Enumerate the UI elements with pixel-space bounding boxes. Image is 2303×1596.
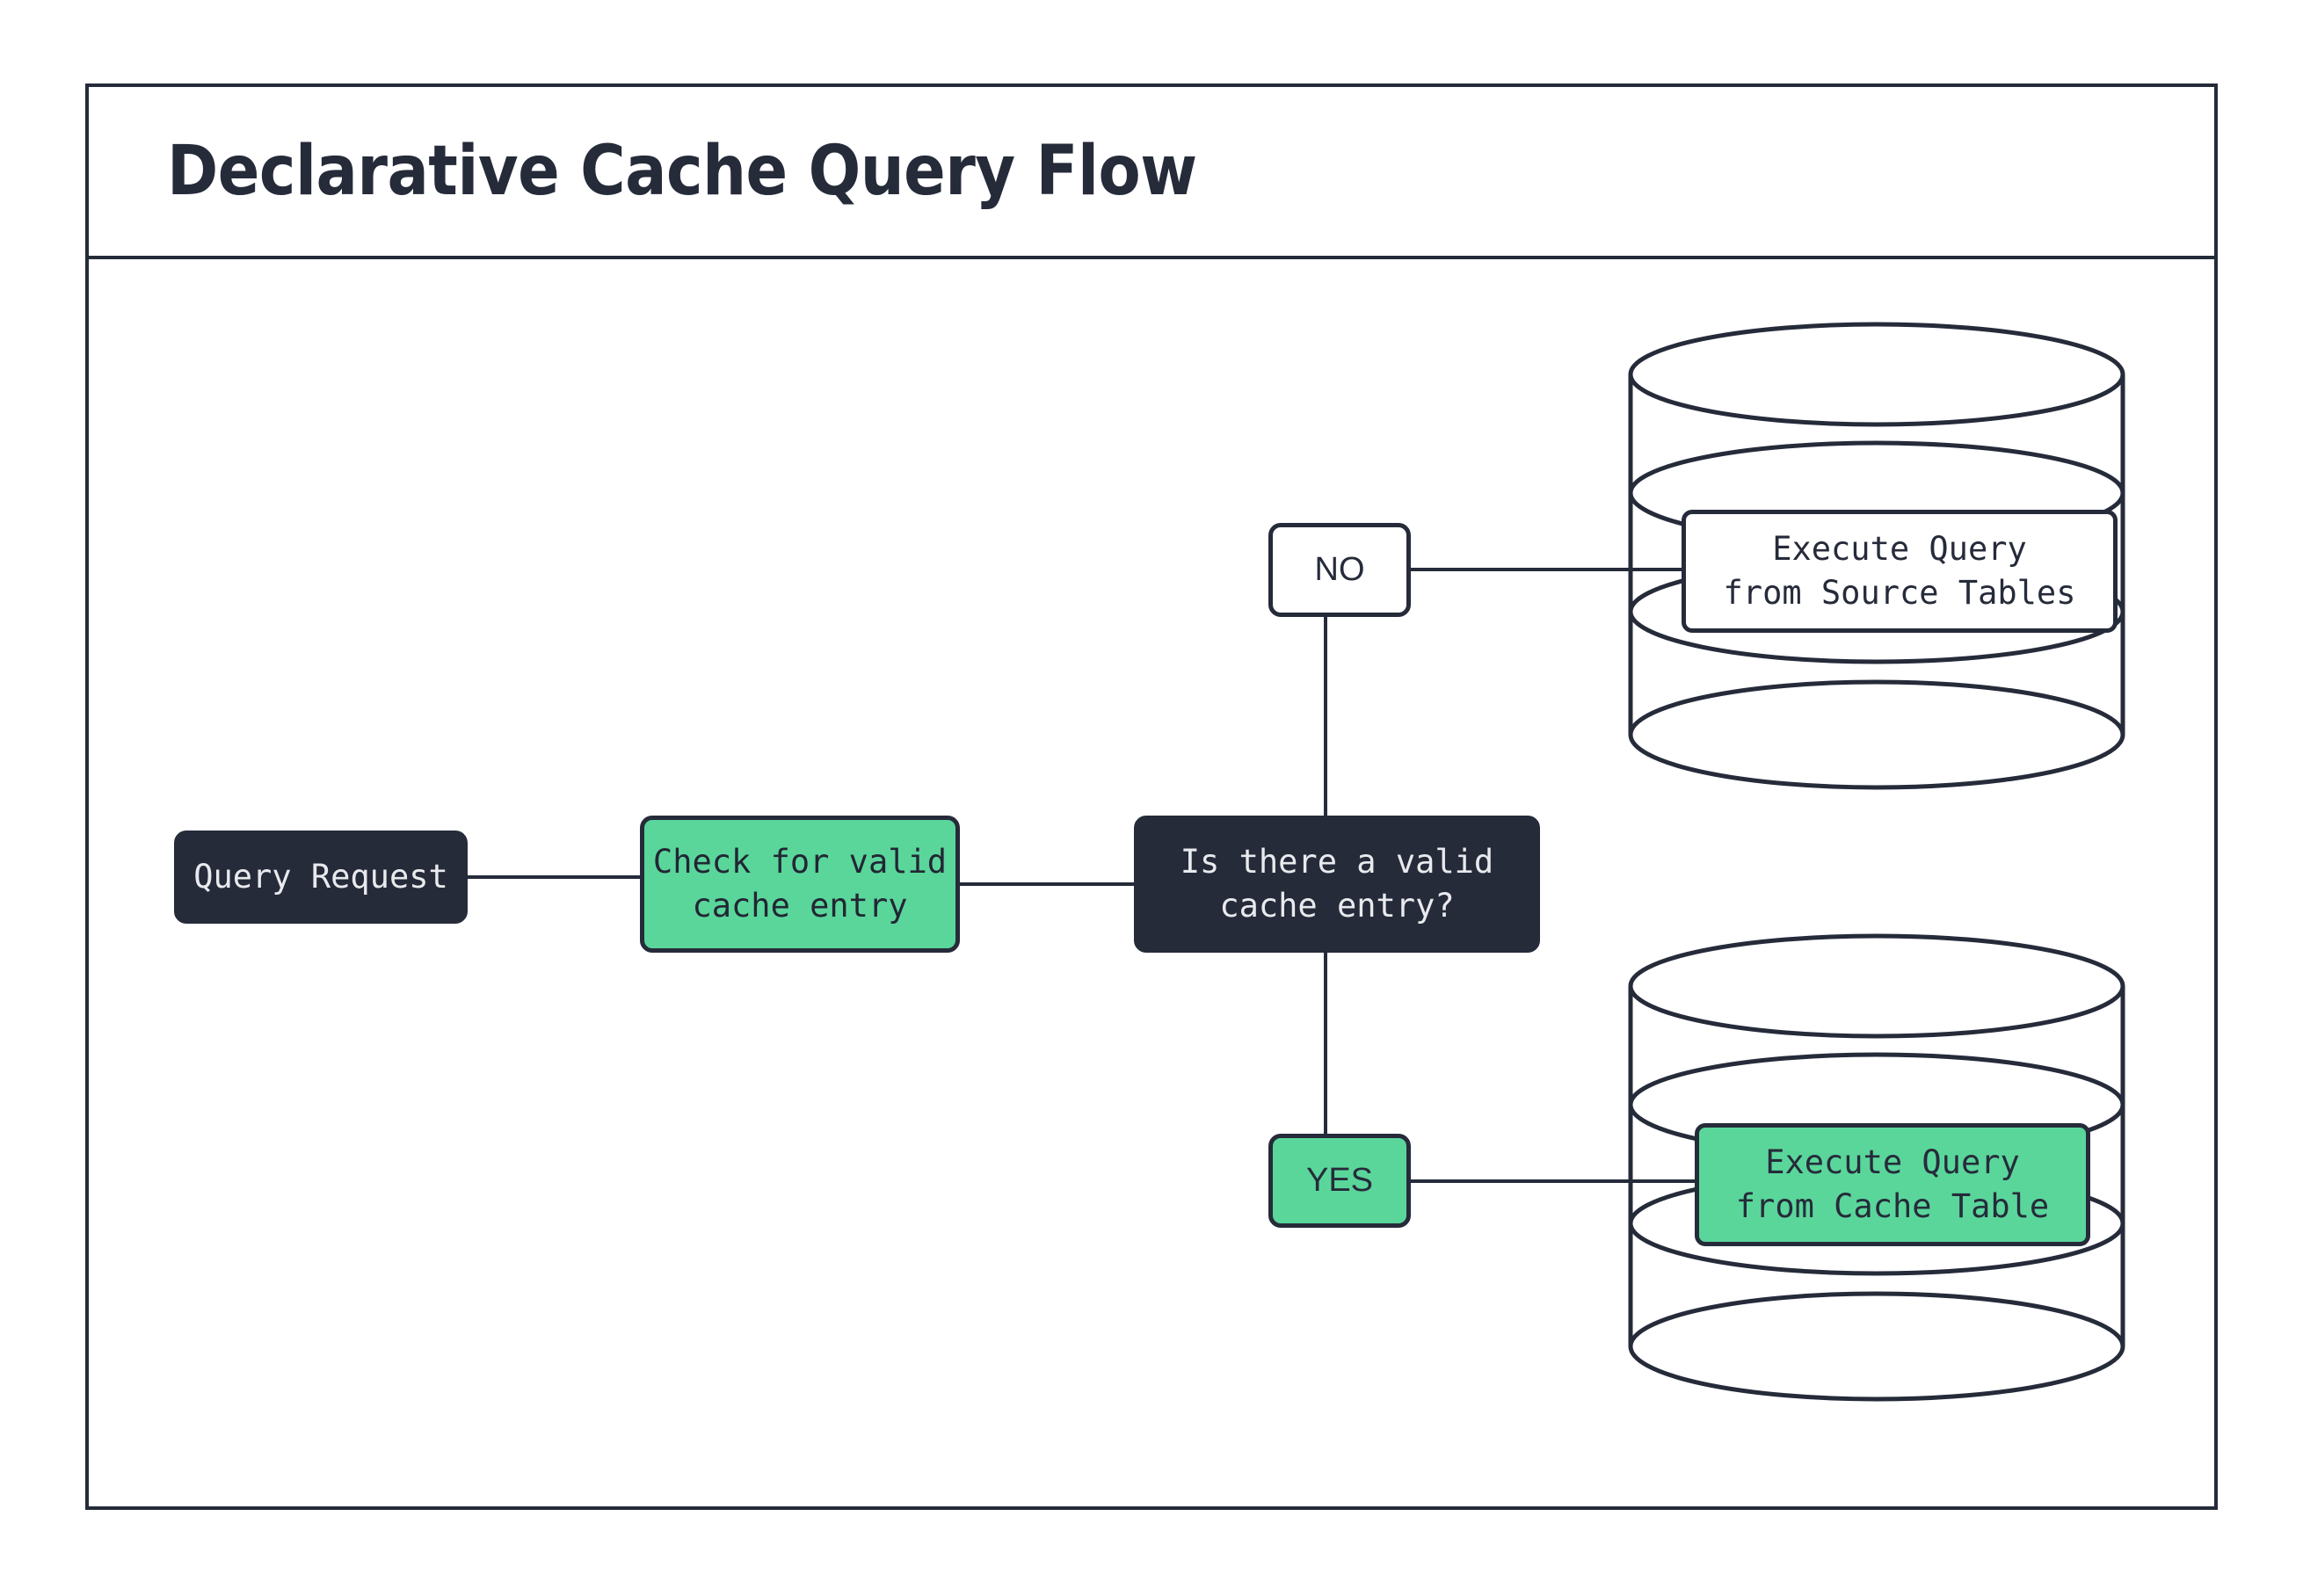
node-decision-valid-cache-entry[interactable]: Is there a valid cache entry? [1134, 816, 1540, 953]
label-execute-query-from-cache-table[interactable]: Execute Query from Cache Table [1695, 1123, 2090, 1246]
edge-yes-to-cache-db [1409, 1179, 1699, 1183]
edge-no-to-source-db [1409, 568, 1683, 571]
edge-query-to-check [466, 875, 642, 879]
title-band [85, 83, 2218, 259]
label-execute-query-from-source-tables[interactable]: Execute Query from Source Tables [1682, 510, 2118, 633]
branch-label-yes[interactable]: YES [1268, 1134, 1411, 1228]
node-query-request[interactable]: Query Request [174, 831, 468, 924]
branch-label-no[interactable]: NO [1268, 523, 1411, 617]
page-title: Declarative Cache Query Flow [167, 132, 1197, 211]
edge-check-to-decision [958, 882, 1136, 886]
edge-decision-to-no [1324, 615, 1327, 819]
edge-decision-to-yes [1324, 951, 1327, 1135]
node-check-for-valid-cache-entry[interactable]: Check for valid cache entry [640, 816, 960, 953]
